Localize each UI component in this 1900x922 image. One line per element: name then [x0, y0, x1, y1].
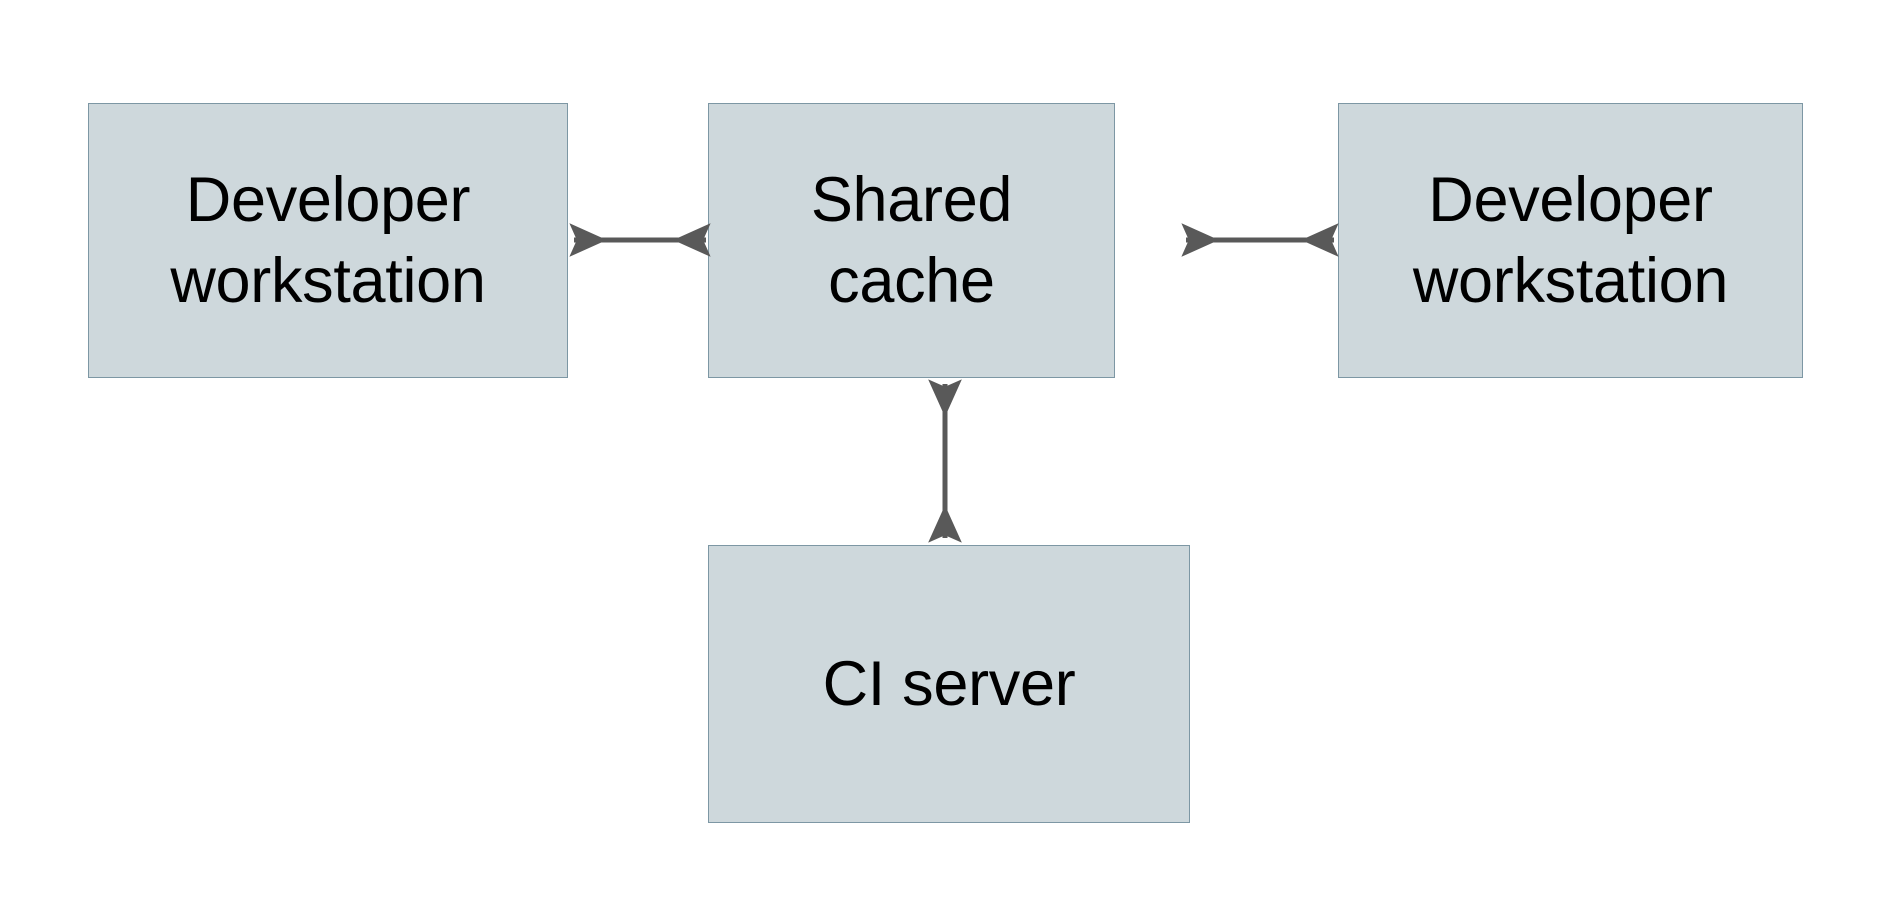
node-developer-workstation-left[interactable]: Developer workstation — [88, 103, 568, 378]
node-label-shared-cache: Shared cache — [810, 164, 1013, 316]
edge-shared-cache-to-developer-workstation-right — [1181, 223, 1339, 257]
node-shared-cache[interactable]: Shared cache — [708, 103, 1115, 378]
node-ci-server[interactable]: CI server — [708, 545, 1190, 823]
node-label-developer-workstation-left: Developer workstation — [170, 164, 486, 316]
node-label-ci-server: CI server — [822, 648, 1076, 719]
edge-developer-workstation-left-to-shared-cache — [569, 223, 711, 257]
node-label-developer-workstation-right: Developer workstation — [1412, 164, 1729, 316]
edge-shared-cache-to-ci-server — [928, 379, 962, 543]
node-developer-workstation-right[interactable]: Developer workstation — [1338, 103, 1803, 378]
